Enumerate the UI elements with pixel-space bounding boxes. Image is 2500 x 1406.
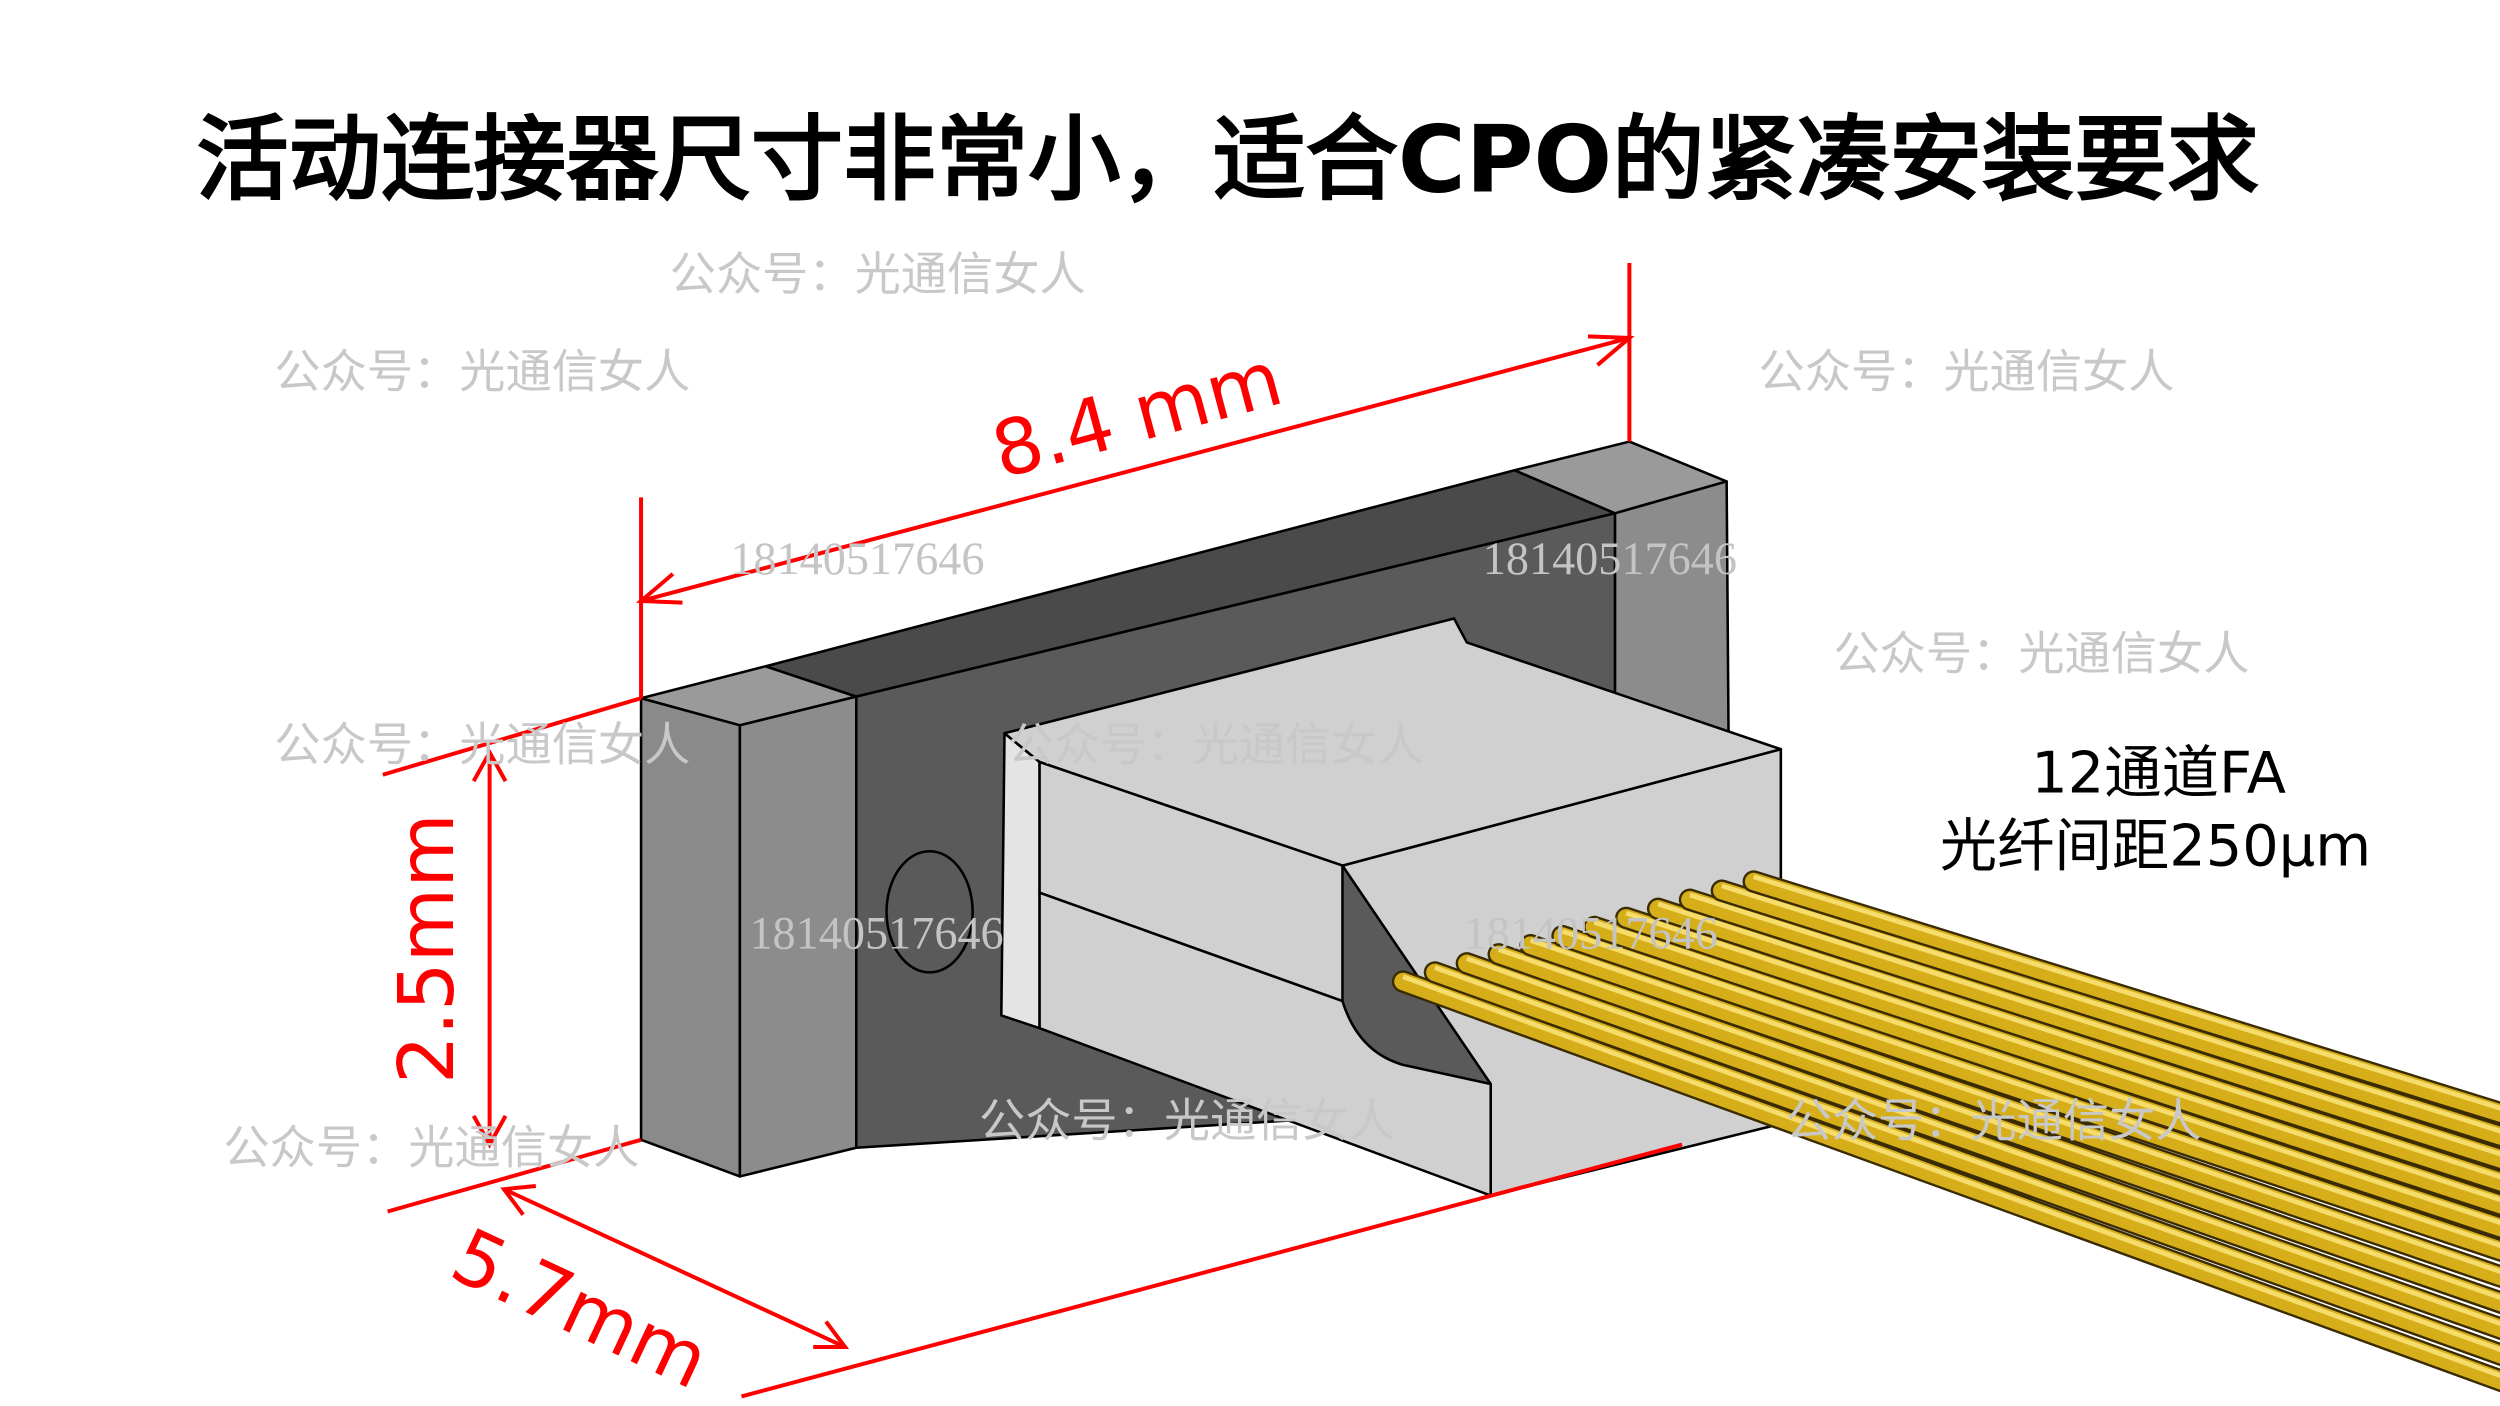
- arrowhead: [471, 1114, 508, 1149]
- guide-hole: [885, 849, 974, 974]
- watermark: 公众号：光通信女人: [979, 1094, 1395, 1148]
- watermark: 18140517646: [749, 907, 1003, 958]
- left-block-front: [738, 695, 858, 1178]
- fiber: [1391, 970, 2500, 1393]
- arrowhead: [813, 1320, 850, 1350]
- watermark: 公众号：光通信女人: [223, 1121, 639, 1175]
- fiber: [1615, 906, 2500, 1217]
- page-title: 活动连接器尺寸非常小，适合CPO的紧凑安装要求: [196, 105, 2259, 213]
- watermark: 公众号：光通信女人: [1833, 627, 2249, 681]
- fa-label-line1: 12通道FA: [2031, 739, 2286, 806]
- fiber: [1742, 870, 2500, 1125]
- fiber: [1551, 924, 2500, 1263]
- arrowhead: [471, 748, 508, 783]
- watermark: 公众号：光通信女人: [1759, 344, 2175, 398]
- extension-line: [382, 696, 642, 777]
- watermark: 公众号：光通信女人: [670, 247, 1086, 301]
- length-dimension-line: [640, 336, 1630, 603]
- watermarks: 公众号：光通信女人 公众号：光通信女人 公众号：光通信女人 1814051764…: [223, 247, 2249, 1175]
- watermark: 公众号：光通信女人: [274, 717, 690, 771]
- fiber: [1455, 952, 2500, 1341]
- fiber: [1423, 961, 2500, 1367]
- fiber: [1678, 888, 2500, 1171]
- fiber: [1487, 943, 2500, 1315]
- extension-line: [387, 1137, 642, 1214]
- height-label: 2.5mm: [383, 813, 472, 1084]
- watermark: 公众号：光通信女人: [1008, 717, 1424, 771]
- length-label: 8.4 mm: [983, 334, 1291, 496]
- fiber-ribbon: [1391, 870, 2500, 1393]
- fiber: [1710, 879, 2500, 1148]
- arrowhead: [500, 1184, 537, 1216]
- watermark: 18140517646: [1483, 533, 1737, 584]
- fiber: [1519, 933, 2500, 1289]
- plug-front-lower: [1038, 891, 1492, 1197]
- watermark: 18140517646: [730, 533, 984, 584]
- depth-label: 5.7mm: [439, 1212, 722, 1406]
- fiber: [1646, 897, 2500, 1194]
- watermark: 18140517646: [1464, 907, 1718, 958]
- fa-label-line2: 光纤间距250μm: [1940, 813, 2371, 880]
- arrowhead: [1587, 334, 1635, 367]
- extension-line: [740, 1142, 1683, 1399]
- fiber: [1583, 915, 2500, 1240]
- arrowhead: [635, 572, 683, 605]
- watermark: 公众号：光通信女人: [274, 344, 690, 398]
- watermark: 公众号：光通信女人: [1786, 1094, 2202, 1148]
- depth-dimension-line: [503, 1187, 846, 1349]
- plug-left-face: [1000, 732, 1041, 1030]
